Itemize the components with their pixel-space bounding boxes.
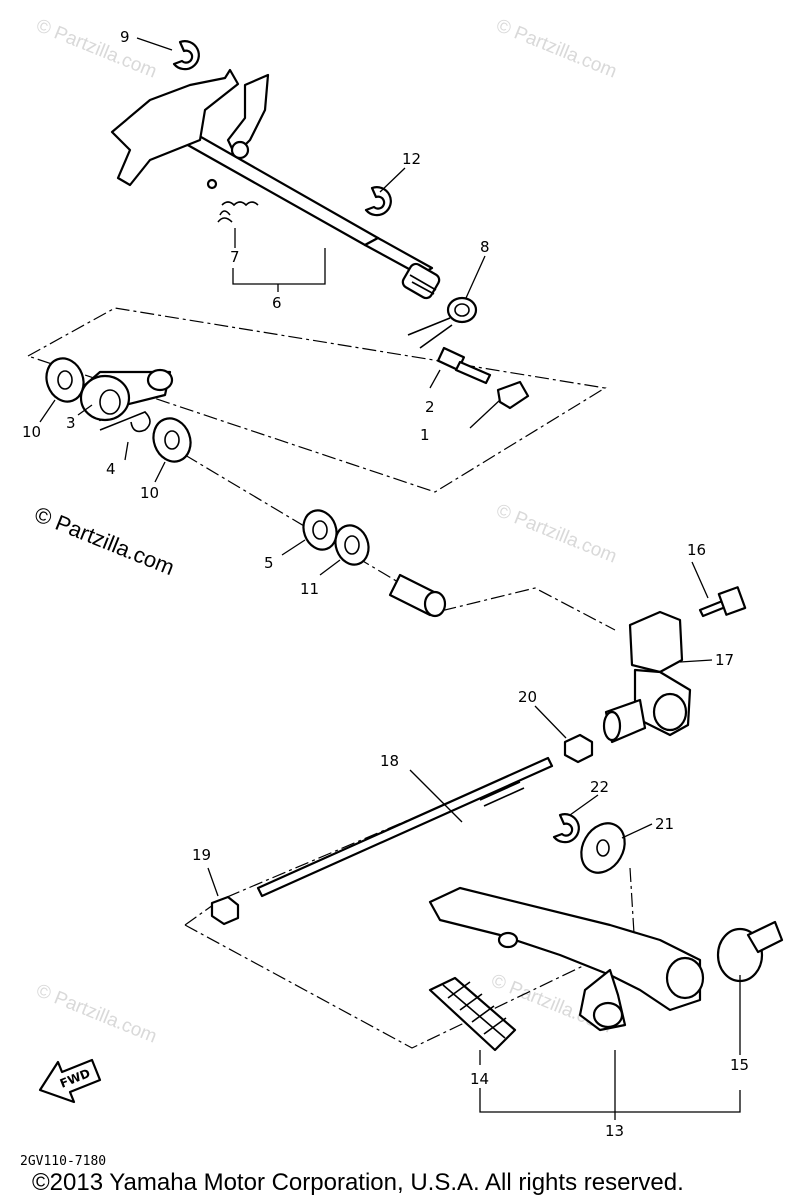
watermark-main: © Partzilla.com — [31, 501, 178, 580]
label-21: 21 — [655, 815, 674, 833]
copyright-footer: ©2013 Yamaha Motor Corporation, U.S.A. A… — [32, 1169, 684, 1196]
label-10b: 10 — [140, 484, 159, 502]
spring-7 — [206, 178, 259, 223]
bolt-2 — [436, 346, 492, 385]
label-16: 16 — [687, 541, 706, 559]
watermark: © Partzilla.com — [493, 500, 620, 567]
label-1: 1 — [420, 426, 430, 444]
nut-20 — [563, 733, 594, 764]
label-11: 11 — [300, 580, 319, 598]
label-5: 5 — [264, 554, 274, 572]
circlip-12 — [364, 186, 392, 217]
washer-21 — [580, 822, 626, 874]
label-19: 19 — [192, 846, 211, 864]
pedal-rubber-14 — [428, 976, 517, 1052]
drawing-code: 2GV110-7180 — [20, 1154, 106, 1169]
label-20: 20 — [518, 688, 537, 706]
label-10a: 10 — [22, 423, 41, 441]
bolt-16 — [698, 586, 747, 618]
leaders — [39, 37, 741, 1120]
circlip-22 — [552, 813, 580, 844]
label-17: 17 — [715, 651, 734, 669]
label-4: 4 — [106, 460, 116, 478]
label-8: 8 — [480, 238, 490, 256]
label-6: 6 — [272, 294, 282, 312]
label-14: 14 — [470, 1070, 489, 1088]
shift-shaft — [110, 68, 441, 300]
watermark: © Partzilla.com — [33, 15, 160, 82]
part-labels: 1 2 3 4 5 6 7 8 9 10 10 11 12 13 14 15 1… — [22, 28, 749, 1140]
watermark: © Partzilla.com — [33, 980, 160, 1047]
torsion-spring-8 — [407, 296, 478, 349]
label-22: 22 — [590, 778, 609, 796]
roller-1 — [496, 380, 530, 410]
label-15: 15 — [730, 1056, 749, 1074]
circlip-9 — [172, 40, 200, 71]
fwd-arrow: FWD — [38, 1058, 102, 1104]
label-9: 9 — [120, 28, 130, 46]
label-2: 2 — [425, 398, 435, 416]
washers-5-11 — [302, 509, 447, 618]
shift-arm-17 — [602, 610, 692, 744]
nut-19 — [210, 895, 240, 926]
label-18: 18 — [380, 752, 399, 770]
stopper-lever — [45, 357, 192, 463]
bolt-15 — [716, 920, 784, 983]
change-pedal-13 — [428, 886, 705, 1032]
watermark: © Partzilla.com — [493, 15, 620, 82]
label-12: 12 — [402, 150, 421, 168]
label-13: 13 — [605, 1122, 624, 1140]
label-7: 7 — [230, 248, 240, 266]
shift-rod-18 — [256, 756, 554, 898]
label-3: 3 — [66, 414, 76, 432]
